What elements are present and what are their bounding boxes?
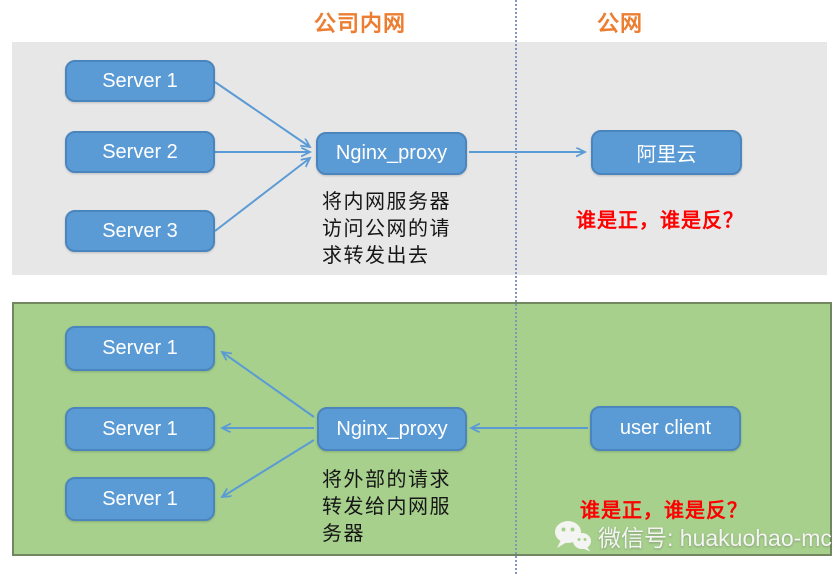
zone-label-intranet: 公司内网 bbox=[313, 11, 406, 36]
reverse-desc-line-2: 转发给内网服 bbox=[322, 496, 451, 518]
forward-desc-line-1: 将内网服务器 bbox=[322, 191, 451, 213]
forward-proxy-question: 谁是正，谁是反？ bbox=[576, 210, 744, 232]
node-server-1: Server 1 bbox=[65, 60, 215, 102]
reverse-proxy-description: 将外部的请求 转发给内网服 务器 bbox=[322, 467, 451, 548]
reverse-desc-line-3: 务器 bbox=[322, 523, 365, 545]
reverse-desc-line-1: 将外部的请求 bbox=[322, 469, 451, 491]
zone-label-public: 公网 bbox=[596, 11, 643, 36]
reverse-proxy-question: 谁是正，谁是反？ bbox=[580, 500, 748, 522]
wechat-icon bbox=[554, 520, 592, 552]
node-aliyun-cloud: 阿里云 bbox=[591, 130, 742, 175]
node-nginx-proxy-reverse: Nginx_proxy bbox=[317, 407, 467, 451]
forward-desc-line-3: 求转发出去 bbox=[322, 245, 430, 267]
node-backend-server-1: Server 1 bbox=[65, 326, 215, 371]
forward-proxy-description: 将内网服务器 访问公网的请 求转发出去 bbox=[322, 189, 451, 270]
node-server-2: Server 2 bbox=[65, 131, 215, 173]
wechat-watermark: 微信号: huakuohao-mc bbox=[554, 519, 832, 553]
forward-desc-line-2: 访问公网的请 bbox=[322, 218, 451, 240]
node-nginx-proxy-forward: Nginx_proxy bbox=[316, 132, 467, 175]
node-backend-server-2: Server 1 bbox=[65, 407, 215, 451]
node-server-3: Server 3 bbox=[65, 210, 215, 252]
zone-divider-line bbox=[515, 0, 517, 574]
node-backend-server-3: Server 1 bbox=[65, 477, 215, 521]
node-user-client: user client bbox=[590, 406, 741, 451]
wechat-id-text: 微信号: huakuohao-mc bbox=[598, 525, 832, 551]
